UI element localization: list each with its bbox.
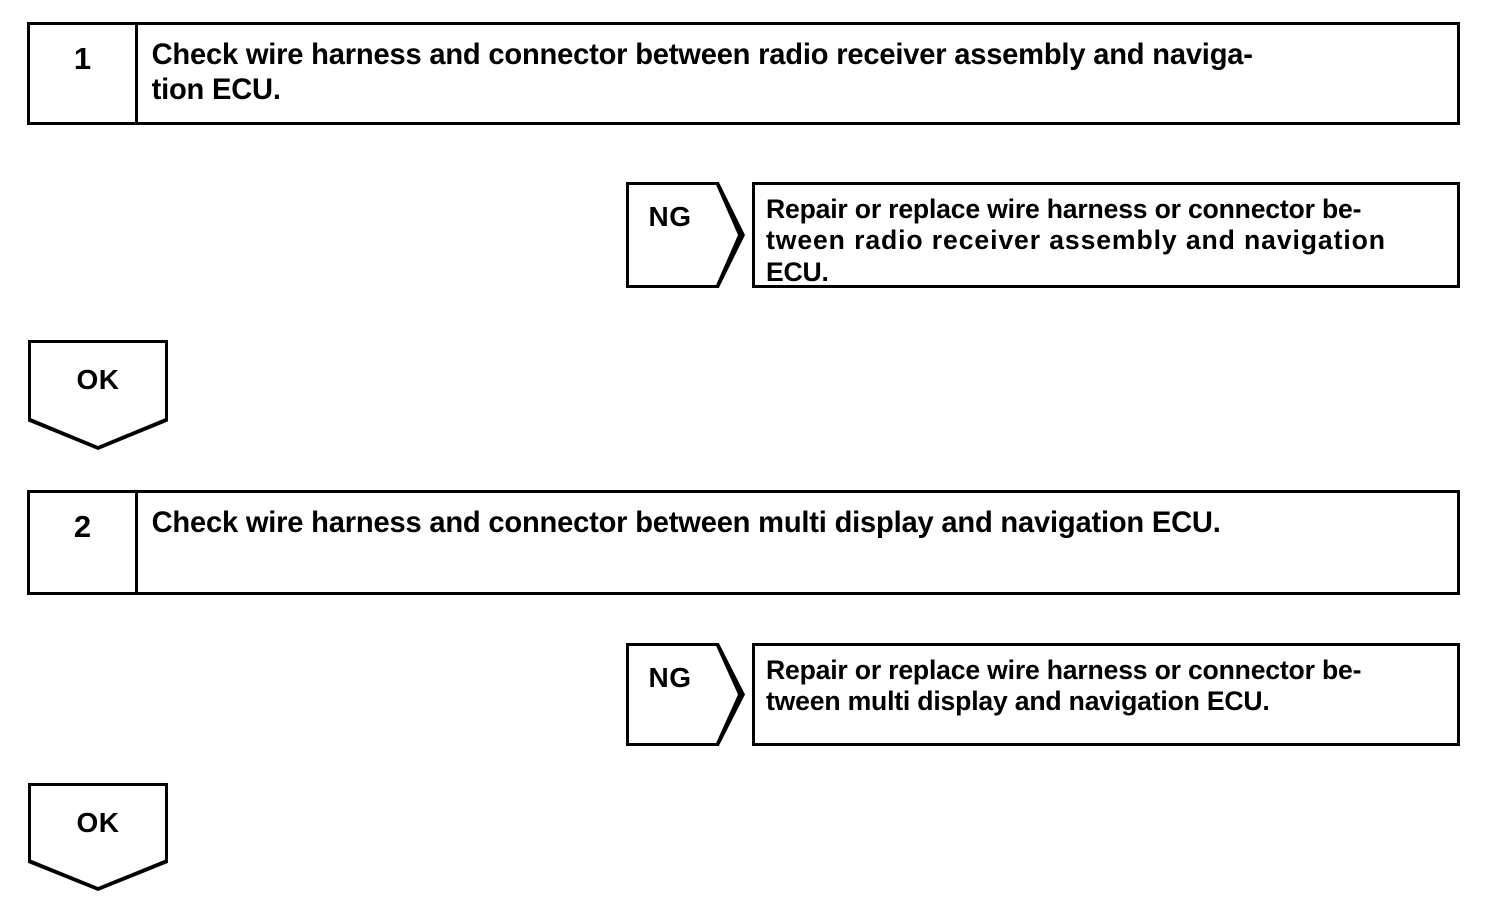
step-text-1: Check wire harness and connector between… bbox=[138, 25, 1417, 122]
repair-box-1: Repair or replace wire harness or connec… bbox=[752, 182, 1460, 288]
step-text-1-line-1: Check wire harness and connector between… bbox=[151, 38, 1253, 71]
step-number-2: 2 bbox=[30, 493, 138, 592]
step-box-1: 1 Check wire harness and connector betwe… bbox=[27, 22, 1460, 125]
repair-box-1-line-3: ECU. bbox=[766, 256, 829, 287]
repair-box-2-line-1: Repair or replace wire harness or connec… bbox=[766, 655, 1362, 685]
repair-box-2-line-2: tween multi display and navigation ECU. bbox=[766, 686, 1270, 717]
ok-label-2: OK bbox=[76, 807, 120, 838]
step-box-2: 2 Check wire harness and connector betwe… bbox=[27, 490, 1460, 595]
ng-chevron-2-fill bbox=[629, 646, 742, 743]
ng-chevron-2: NG bbox=[626, 643, 745, 746]
step-text-2: Check wire harness and connector between… bbox=[138, 493, 1417, 592]
step-text-1-line-2: tion ECU. bbox=[151, 73, 281, 107]
ng-label-1: NG bbox=[648, 201, 692, 232]
ng-label-2: NG bbox=[648, 662, 692, 693]
step-text-2-line-1: Check wire harness and connector between… bbox=[151, 506, 1221, 539]
repair-box-1-line-2: tween radio receiver assembly and naviga… bbox=[766, 225, 1386, 256]
ng-chevron-1-fill bbox=[629, 185, 742, 285]
step-number-1: 1 bbox=[30, 25, 138, 122]
ok-label-1: OK bbox=[76, 364, 120, 395]
repair-box-1-line-1: Repair or replace wire harness or connec… bbox=[766, 194, 1362, 224]
ok-arrow-2: OK bbox=[28, 783, 168, 891]
ok-arrow-1: OK bbox=[28, 340, 168, 450]
ng-chevron-1: NG bbox=[626, 182, 745, 288]
repair-box-2: Repair or replace wire harness or connec… bbox=[752, 643, 1460, 746]
